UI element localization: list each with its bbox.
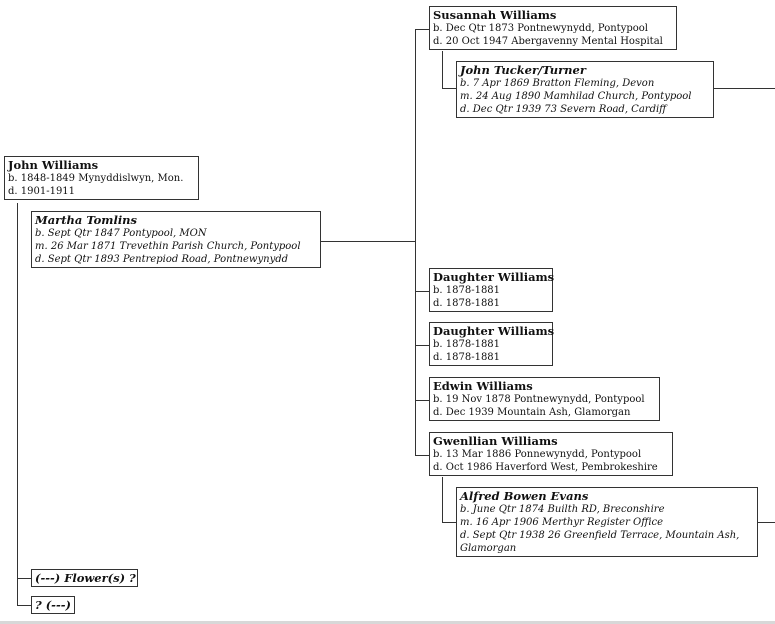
person-death: d. Dec 1939 Mountain Ash, Glamorgan bbox=[433, 407, 631, 418]
children-trunk-line bbox=[415, 29, 416, 455]
person-name: Alfred Bowen Evans bbox=[460, 489, 589, 503]
spouse-box-john-tucker[interactable]: John Tucker/Turner b. 7 Apr 1869 Bratton… bbox=[456, 61, 714, 118]
person-box-root[interactable]: John Williams b. 1848-1849 Mynyddislwyn,… bbox=[4, 156, 199, 200]
person-name: John Tucker/Turner bbox=[460, 63, 586, 77]
person-birth: b. Sept Qtr 1847 Pontypool, MON bbox=[35, 228, 207, 239]
person-death-continued: Glamorgan bbox=[460, 543, 517, 554]
person-marriage: m. 24 Aug 1890 Mamhilad Church, Pontypoo… bbox=[460, 91, 692, 102]
child-spouse-connector-5 bbox=[442, 522, 456, 523]
person-marriage: m. 26 Mar 1871 Trevethin Parish Church, … bbox=[35, 241, 301, 252]
child-spouse-line-1 bbox=[442, 51, 443, 88]
spouse-box-martha[interactable]: Martha Tomlins b. Sept Qtr 1847 Pontypoo… bbox=[31, 211, 321, 268]
ancestry-continuation-5 bbox=[758, 522, 775, 523]
person-birth: b. 7 Apr 1869 Bratton Fleming, Devon bbox=[460, 78, 655, 89]
child-box-daughter-2[interactable]: Daughter Williams b. 1878-1881 d. 1878-1… bbox=[429, 322, 555, 366]
spouse-connector-flower bbox=[17, 578, 31, 579]
ancestry-continuation-1 bbox=[714, 88, 775, 89]
spouse-box-flower[interactable]: (---) Flower(s) ? bbox=[31, 569, 138, 587]
person-name: Daughter Williams bbox=[433, 324, 555, 338]
person-death: d. Sept Qtr 1938 26 Greenfield Terrace, … bbox=[460, 530, 740, 541]
person-name: Susannah Williams bbox=[433, 8, 557, 22]
person-birth: b. 1878-1881 bbox=[433, 339, 501, 350]
person-death: d. 20 Oct 1947 Abergavenny Mental Hospit… bbox=[433, 36, 663, 47]
person-birth: b. 1848-1849 Mynyddislwyn, Mon. bbox=[8, 173, 184, 184]
family-connector bbox=[320, 241, 415, 242]
person-death: d. Sept Qtr 1893 Pentrepiod Road, Pontne… bbox=[35, 254, 289, 265]
child-connector-2 bbox=[415, 291, 429, 292]
person-marriage: m. 16 Apr 1906 Merthyr Register Office bbox=[460, 517, 664, 528]
child-connector-5 bbox=[415, 455, 429, 456]
person-birth: b. June Qtr 1874 Builth RD, Breconshire bbox=[460, 504, 665, 515]
person-name: Edwin Williams bbox=[433, 379, 533, 393]
person-name: ? (---) bbox=[35, 598, 71, 612]
horizontal-scrollbar[interactable] bbox=[0, 621, 775, 624]
spouse-box-alfred-evans[interactable]: Alfred Bowen Evans b. June Qtr 1874 Buil… bbox=[456, 487, 758, 557]
child-spouse-line-5 bbox=[442, 477, 443, 522]
child-box-susannah[interactable]: Susannah Williams b. Dec Qtr 1873 Pontne… bbox=[429, 6, 677, 50]
root-descent-line bbox=[17, 203, 18, 606]
child-box-daughter-1[interactable]: Daughter Williams b. 1878-1881 d. 1878-1… bbox=[429, 268, 555, 312]
person-birth: b. 1878-1881 bbox=[433, 285, 501, 296]
person-death: d. Oct 1986 Haverford West, Pembrokeshir… bbox=[433, 462, 658, 473]
person-birth: b. 13 Mar 1886 Ponnewynydd, Pontypool bbox=[433, 449, 642, 460]
person-death: d. 1878-1881 bbox=[433, 352, 501, 363]
child-box-gwenllian[interactable]: Gwenllian Williams b. 13 Mar 1886 Ponnew… bbox=[429, 432, 673, 476]
child-box-edwin[interactable]: Edwin Williams b. 19 Nov 1878 Pontnewyny… bbox=[429, 377, 660, 421]
person-birth: b. Dec Qtr 1873 Pontnewynydd, Pontypool bbox=[433, 23, 648, 34]
child-connector-1 bbox=[415, 29, 429, 30]
person-name: John Williams bbox=[8, 158, 99, 172]
child-connector-3 bbox=[415, 345, 429, 346]
person-name: Martha Tomlins bbox=[35, 213, 138, 227]
person-death: d. 1901-1911 bbox=[8, 186, 76, 197]
child-spouse-connector-1 bbox=[442, 88, 456, 89]
person-birth: b. 19 Nov 1878 Pontnewynydd, Pontypool bbox=[433, 394, 645, 405]
person-death: d. 1878-1881 bbox=[433, 298, 501, 309]
spouse-connector-unknown bbox=[17, 605, 31, 606]
person-death: d. Dec Qtr 1939 73 Severn Road, Cardiff bbox=[460, 104, 667, 115]
person-name: (---) Flower(s) ? bbox=[35, 571, 136, 585]
person-name: Gwenllian Williams bbox=[433, 434, 558, 448]
person-name: Daughter Williams bbox=[433, 270, 555, 284]
spouse-box-unknown[interactable]: ? (---) bbox=[31, 596, 75, 614]
child-connector-4 bbox=[415, 400, 429, 401]
